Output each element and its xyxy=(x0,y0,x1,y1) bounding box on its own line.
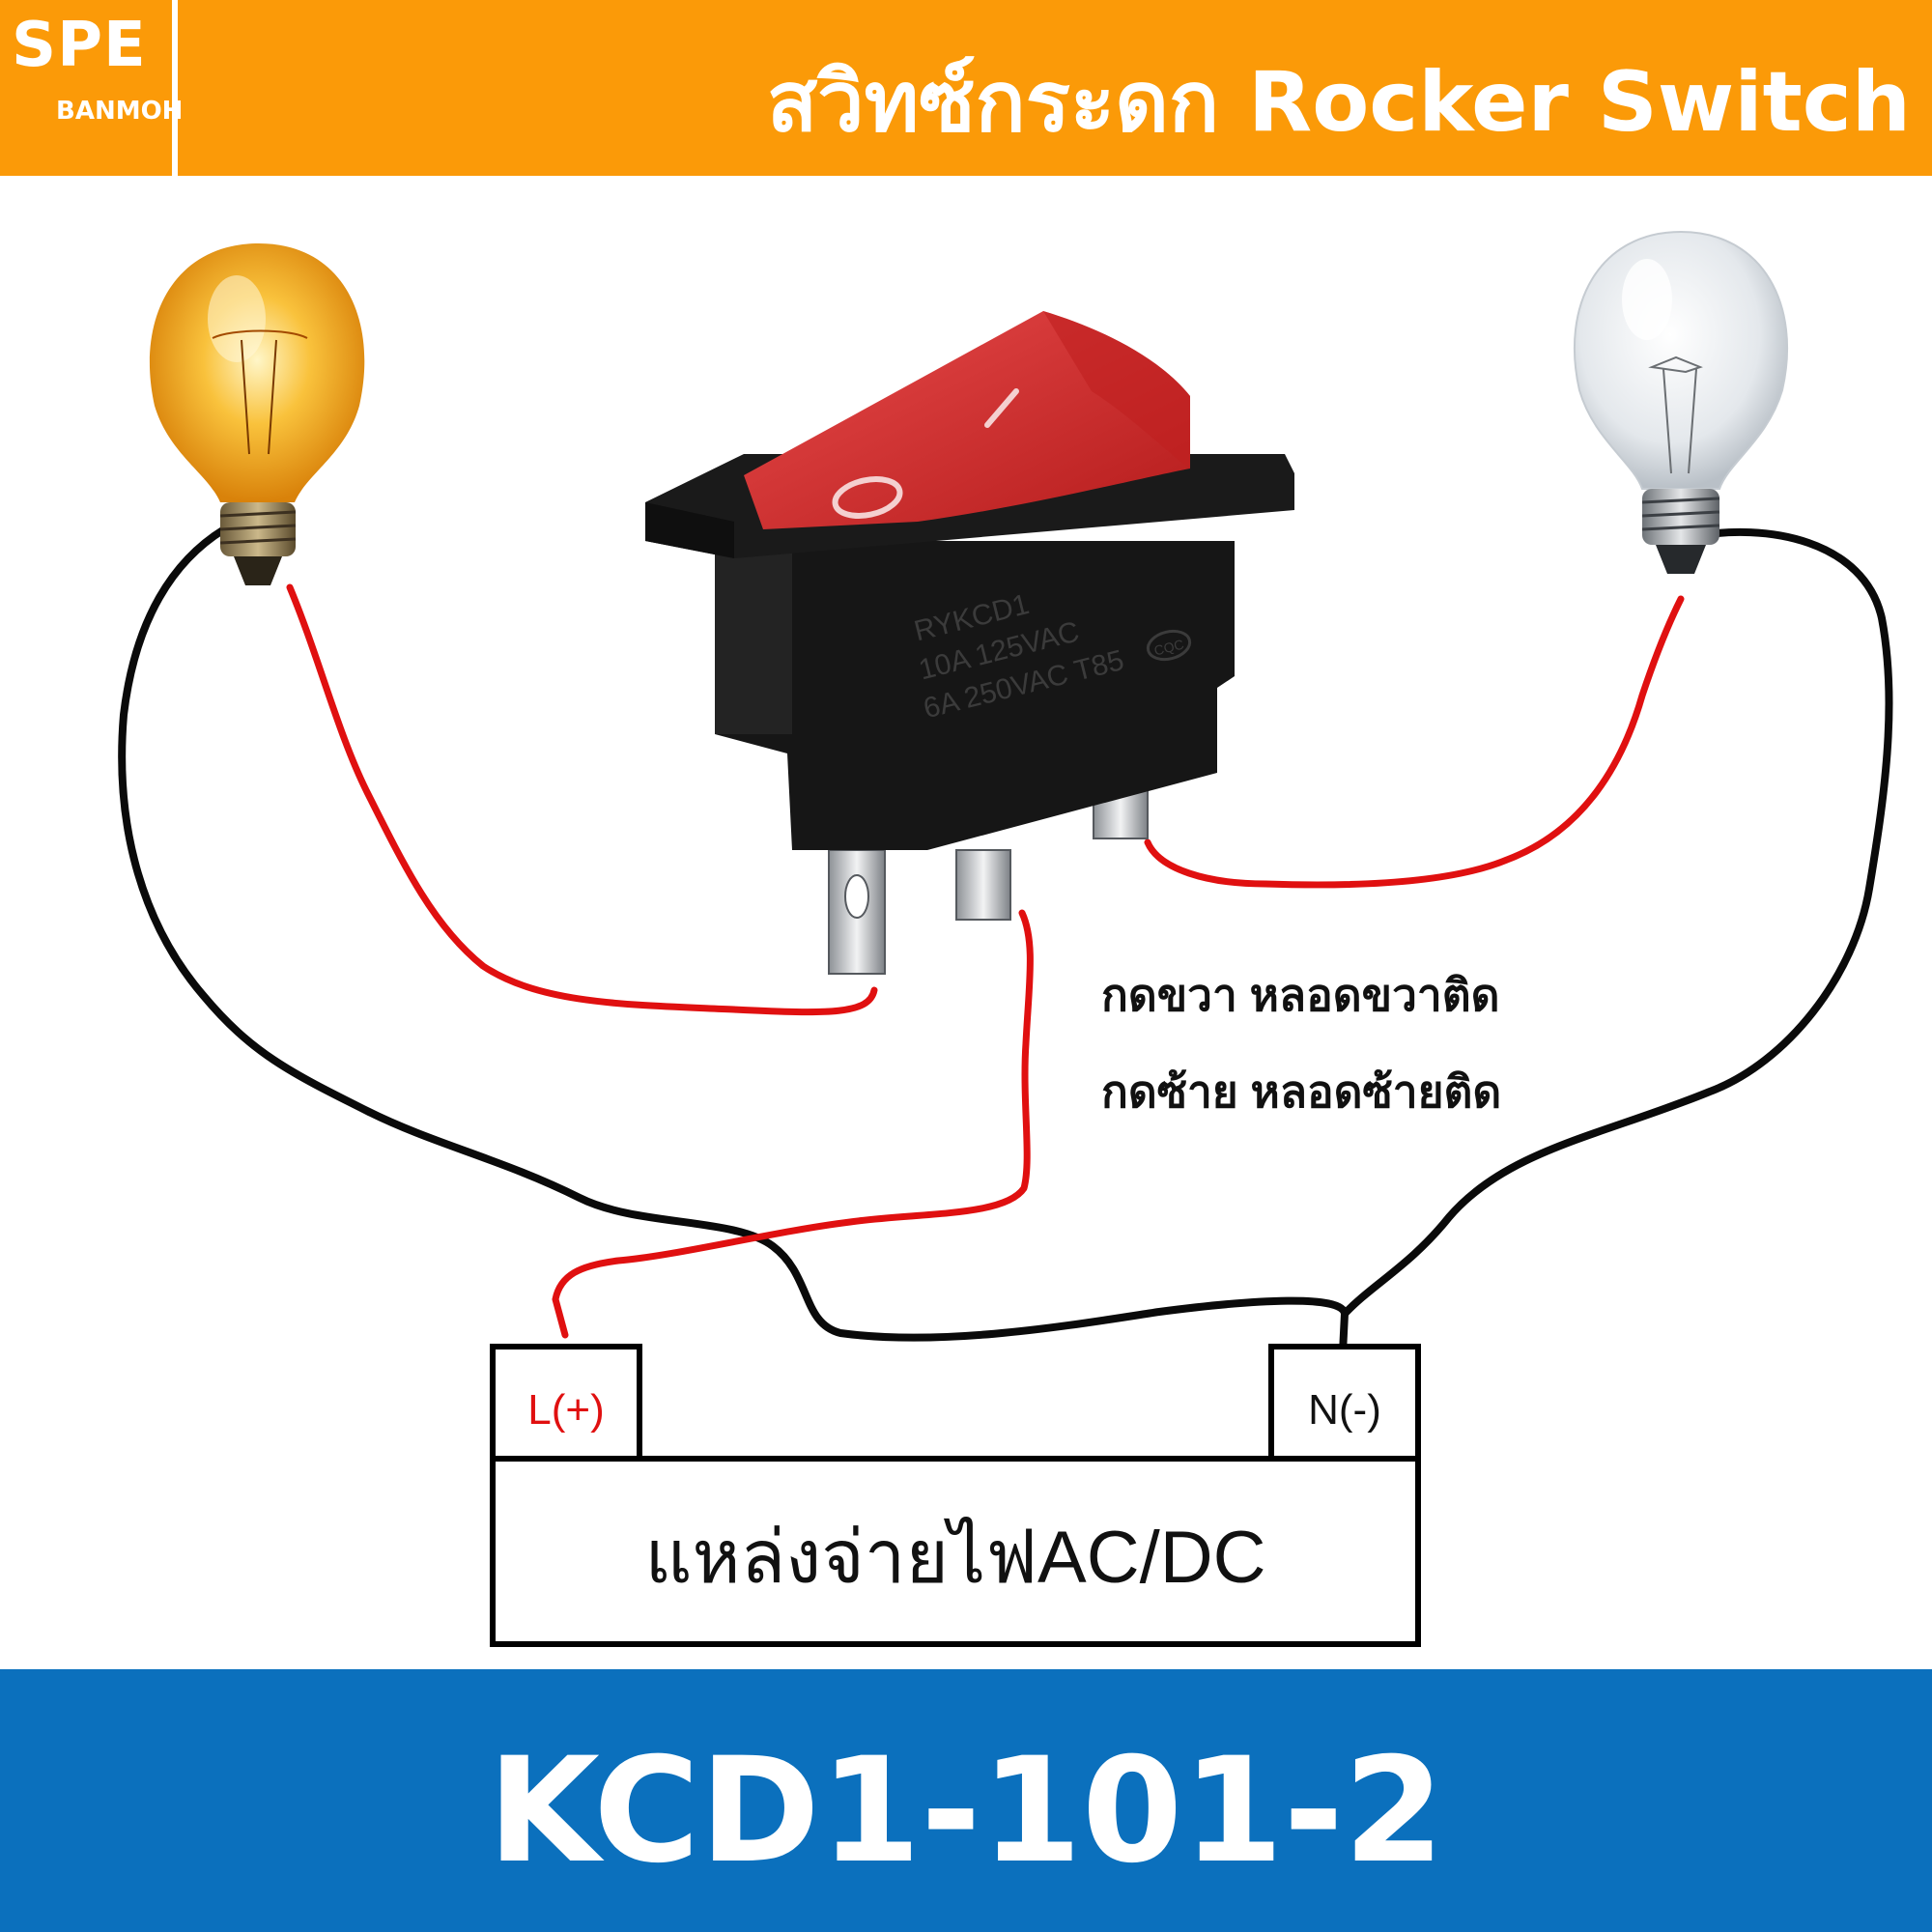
live-wire-right-bulb xyxy=(1144,595,1685,889)
instruction-left: กดซ้าย หลอดซ้ายติด xyxy=(1101,1066,1501,1117)
off-symbol-icon xyxy=(832,476,903,519)
terminal-live-box xyxy=(490,1344,642,1462)
live-wire-supply xyxy=(552,909,1034,1339)
logo-sub-text: BANMOH xyxy=(56,97,184,126)
neutral-wire-right-bulb xyxy=(1341,527,1893,1318)
page-title: สวิทซ์กระดก Rocker Switch xyxy=(766,54,1911,151)
cert-mark: CQC xyxy=(1152,637,1185,659)
live-wire-left-bulb xyxy=(286,583,878,1016)
live-wires xyxy=(286,583,1685,1339)
switch-pin-middle xyxy=(955,849,1011,921)
footer-banner: KCD1-101-2 xyxy=(0,1669,1932,1932)
header-banner: SPE BANMOH สวิทซ์กระดก Rocker Switch xyxy=(0,0,1932,176)
terminal-neutral-label: N(-) xyxy=(1308,1386,1381,1434)
rocker-switch-icon: RYKCD1 10A 125VAC 6A 250VAC T85 CQC xyxy=(645,311,1294,975)
instruction-text: กดขวา หลอดขวาติด กดซ้าย หลอดซ้ายติด xyxy=(1101,970,1501,1117)
terminal-live-label: L(+) xyxy=(527,1386,604,1434)
neutral-wires xyxy=(118,526,1893,1356)
logo-main-text: SPE xyxy=(12,10,147,81)
power-supply-label: แหล่งจ่ายไฟAC/DC xyxy=(645,1516,1266,1599)
model-code: KCD1-101-2 xyxy=(487,1727,1445,1895)
terminal-neutral-box xyxy=(1268,1344,1421,1462)
neutral-wire-left-bulb xyxy=(118,526,1349,1356)
bulb-on-icon xyxy=(149,243,365,585)
instruction-right: กดขวา หลอดขวาติด xyxy=(1101,970,1499,1020)
brand-logo: SPE BANMOH xyxy=(0,0,183,176)
power-supply: L(+) N(-) แหล่งจ่ายไฟAC/DC xyxy=(490,1344,1421,1647)
bulb-off-icon xyxy=(1573,230,1789,574)
on-symbol-icon xyxy=(984,388,1019,428)
